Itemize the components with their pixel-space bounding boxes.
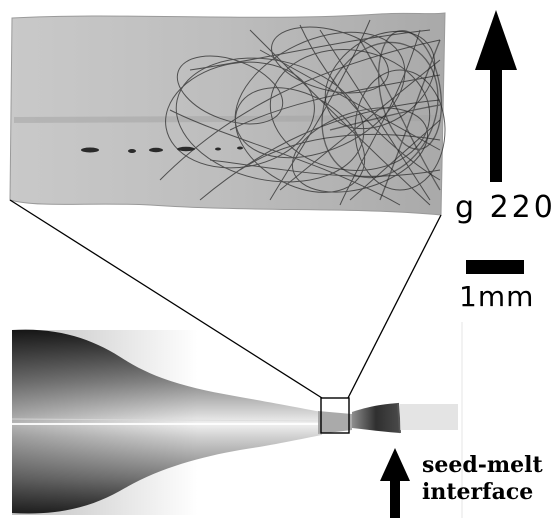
diffraction-vector-arrow (475, 10, 517, 182)
zoom-connector-right (347, 214, 442, 399)
seed-faint (400, 404, 458, 430)
zoomed-topograph (9, 12, 446, 216)
scale-bar-label: 1mm (459, 280, 535, 313)
growth-streak (13, 115, 441, 123)
scale-bar (466, 260, 524, 274)
dislocation-network (159, 19, 446, 206)
crystal-neck (318, 411, 352, 434)
seed-region (352, 403, 400, 433)
interface-label-line1: seed-melt (422, 452, 543, 478)
interface-arrow (380, 448, 410, 518)
crystal-topograph (11, 322, 463, 518)
interface-label: seed-melt interface (422, 452, 543, 506)
diffraction-vector-label: g 220 (455, 190, 556, 225)
dislocation-network-dense (321, 30, 442, 201)
zoom-box (320, 397, 350, 434)
void-dashes (81, 146, 243, 153)
interface-label-line2: interface (422, 479, 534, 505)
